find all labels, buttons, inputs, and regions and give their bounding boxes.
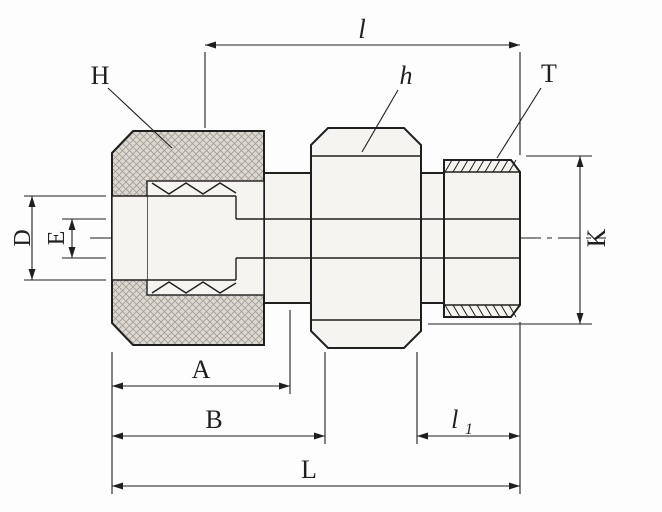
dim-l1 xyxy=(416,352,520,444)
hex-flat-lines xyxy=(311,155,421,321)
ferrule-top xyxy=(151,182,237,195)
dim-A xyxy=(112,310,291,394)
label-H: H xyxy=(91,61,110,90)
label-h: h xyxy=(400,61,413,90)
dimension-lines-group xyxy=(24,44,592,494)
dim-D xyxy=(24,195,106,281)
leader-T xyxy=(496,87,542,159)
dim-l xyxy=(204,44,521,155)
nut-cavity-group xyxy=(112,180,265,296)
label-l1-subscript: 1 xyxy=(465,421,473,438)
thread-hatch-bottom xyxy=(444,304,517,318)
through-bore-lines xyxy=(236,218,520,259)
dim-B xyxy=(112,352,326,444)
thread-hatch-top xyxy=(444,159,517,173)
label-l1: l 1 xyxy=(451,405,473,438)
dim-L xyxy=(112,322,521,494)
counterbore-lines xyxy=(112,195,236,281)
body-sections xyxy=(263,127,521,349)
groove-section xyxy=(420,172,445,304)
tube-bore-opening xyxy=(112,196,147,280)
leader-H xyxy=(107,87,173,149)
label-l1-base: l xyxy=(451,405,458,434)
leader-h xyxy=(361,89,399,153)
threaded-section xyxy=(443,159,521,318)
part-outline-group xyxy=(111,127,521,349)
internal-details xyxy=(111,182,520,294)
label-T: T xyxy=(541,59,557,88)
nut-cavity xyxy=(146,180,265,296)
neck-section xyxy=(263,172,312,304)
thread-root-lines xyxy=(444,171,520,306)
dimension-labels: l H h T D E K A B l 1 L xyxy=(10,14,611,484)
label-E: E xyxy=(44,231,70,246)
dim-K xyxy=(428,155,592,325)
label-B: B xyxy=(205,405,222,434)
hex-body-section xyxy=(310,127,422,349)
label-l: l xyxy=(358,14,366,44)
label-A: A xyxy=(192,355,211,384)
surface-details xyxy=(311,155,520,321)
label-K: K xyxy=(582,228,611,247)
label-D: D xyxy=(10,229,36,246)
label-L: L xyxy=(301,455,317,484)
ferrule-bottom xyxy=(151,281,237,294)
